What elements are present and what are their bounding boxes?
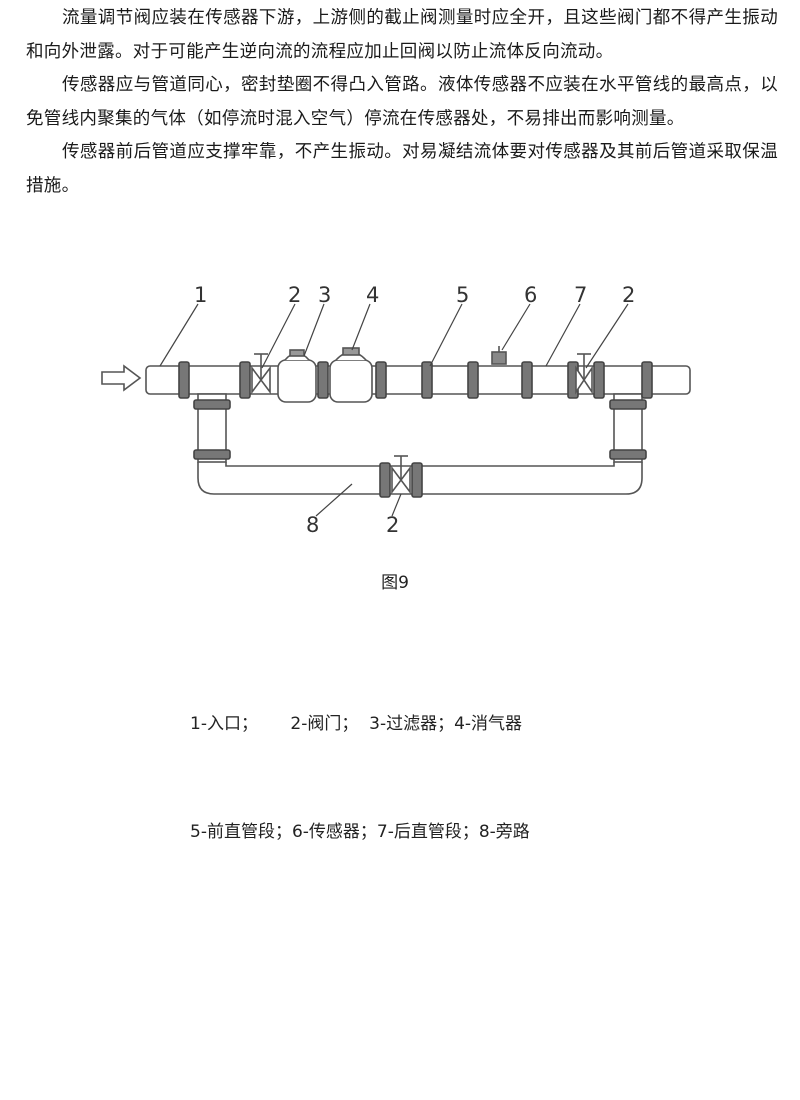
callout-2: 2	[386, 513, 399, 537]
callout-1: 1	[194, 283, 207, 307]
leader-lines	[159, 303, 629, 517]
valve-icon	[251, 353, 271, 395]
sensor-icon	[491, 346, 507, 365]
callout-8: 8	[306, 513, 319, 537]
callout-6: 6	[524, 283, 537, 307]
piping-diagram-svg: 1 2 3 4 5 6 7 2 8 2	[101, 283, 691, 537]
body-text: 流量调节阀应装在传感器下游，上游侧的截止阀测量时应全开，且这些阀门都不得产生振动…	[26, 2, 778, 203]
legend-line-2: 5-前直管段；6-传感器；7-后直管段；8-旁路	[190, 822, 530, 842]
valve-icon	[391, 455, 411, 495]
callout-3: 3	[318, 283, 331, 307]
paragraph-3: 传感器前后管道应支撑牢靠，不产生振动。对易凝结流体要对传感器及其前后管道采取保温…	[26, 142, 778, 196]
piping-diagram: 1 2 3 4 5 6 7 2 8 2	[90, 280, 710, 540]
flanges	[178, 361, 653, 498]
callout-5: 5	[456, 283, 469, 307]
flow-arrow	[101, 364, 142, 392]
callout-4: 4	[366, 283, 379, 307]
legend-line-1: 1-入口； 2-阀门； 3-过滤器；4-消气器	[190, 714, 523, 734]
callout-7: 7	[574, 283, 587, 307]
main-pipe	[145, 365, 691, 395]
paragraph-1: 流量调节阀应装在传感器下游，上游侧的截止阀测量时应全开，且这些阀门都不得产生振动…	[26, 8, 778, 62]
filter-icon	[277, 349, 317, 403]
callout-2: 2	[622, 283, 635, 307]
valve-icon	[575, 353, 593, 395]
figure-caption: 图9	[381, 573, 409, 593]
paragraph-2: 传感器应与管道同心，密封垫圈不得凸入管路。液体传感器不应装在水平管线的最高点，以…	[26, 75, 778, 129]
figure-legend: 1-入口； 2-阀门； 3-过滤器；4-消气器 5-前直管段；6-传感器；7-后…	[190, 634, 530, 886]
callout-2: 2	[288, 283, 301, 307]
air-eliminator-icon	[329, 347, 373, 403]
